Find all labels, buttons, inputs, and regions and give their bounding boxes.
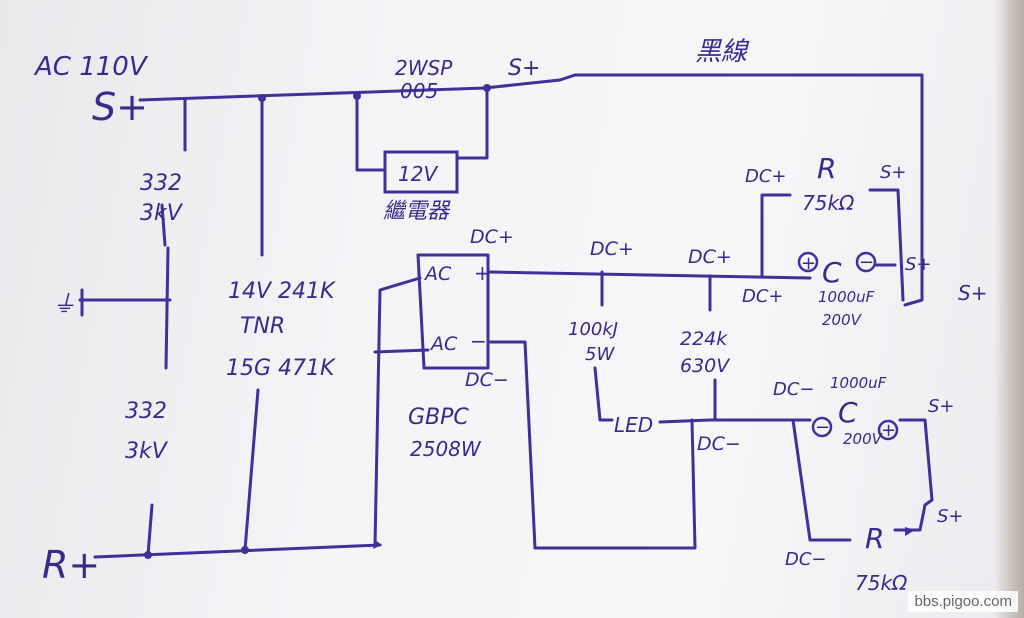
label-dc-plus-mid2: DC+ <box>688 246 732 268</box>
label-s-plus-capB: S+ <box>928 396 955 417</box>
wire-right-vertical <box>903 73 924 307</box>
label-c-top-plus: + <box>801 253 816 274</box>
label-dc-minus-rB: DC− <box>785 549 827 570</box>
label-s-plus-switch: S+ <box>508 56 540 81</box>
label-dc-plus-capL: DC+ <box>742 286 784 307</box>
label-c-top-spec2: 200V <box>822 311 863 329</box>
wire-r-plus-main <box>93 543 382 559</box>
label-tnr-line2: TNR <box>240 314 285 339</box>
cap-top-plus-circle <box>797 251 819 273</box>
arrow-head <box>373 540 382 549</box>
label-bridge-name2: 2508W <box>410 437 482 461</box>
label-s-plus: S+ <box>92 85 148 129</box>
cap-bot-plus-circle <box>877 419 899 441</box>
wire-ground <box>78 246 172 370</box>
label-r-top-value: 75kΩ <box>802 191 855 215</box>
wire-switch-out <box>483 73 924 90</box>
label-r-plus: R+ <box>42 543 100 587</box>
label-dc-minus-led: DC− <box>697 433 741 455</box>
page-edge-shadow <box>994 0 1024 618</box>
label-dc-minus-capB: DC− <box>773 379 815 400</box>
label-film-volt: 630V <box>680 355 731 377</box>
label-r-top: R <box>817 152 836 185</box>
label-ac-title: AC 110V <box>33 52 149 82</box>
wire-cap-bottom <box>146 503 154 557</box>
junction-dot <box>144 551 152 559</box>
wire-dc-plus-main <box>488 270 812 280</box>
wire-film-cap <box>708 274 717 422</box>
watermark: bbs.pigoo.com <box>908 591 1018 612</box>
label-cap-bottom-voltage: 3kV <box>125 439 169 464</box>
label-switch-line2: 005 <box>400 79 438 103</box>
label-dc-plus-topR: DC+ <box>745 166 787 187</box>
label-dc-plus-bridge: DC+ <box>470 226 514 248</box>
label-cap-top-voltage: 3kV <box>140 201 184 226</box>
label-dc-plus-mid: DC+ <box>590 238 634 260</box>
label-c-top-spec1: 1000uF <box>818 288 875 306</box>
label-film-value: 224k <box>680 328 728 350</box>
arrow-head <box>905 527 915 536</box>
ground-symbol: ⏚ <box>52 290 76 318</box>
label-c-bot-plus: + <box>881 420 896 441</box>
wire-relay-loop <box>355 86 489 172</box>
junction-dot <box>258 94 266 102</box>
junction-dot <box>483 84 491 92</box>
wire-cap-top-drop <box>160 98 187 247</box>
wire-tnr-vertical <box>243 96 264 552</box>
cap-top-minus-circle <box>855 251 877 273</box>
wire-led-out <box>658 418 812 424</box>
junction-dot <box>353 92 361 100</box>
label-led: LED <box>614 413 653 437</box>
wire-dc-minus-loop <box>488 340 697 550</box>
label-s-plus-far: S+ <box>958 281 987 305</box>
wire-r-top <box>760 188 905 302</box>
wire-c-bot-right <box>898 418 934 502</box>
label-c-top: C <box>822 256 842 289</box>
label-r-bot: R <box>865 522 884 555</box>
label-c-bot: C <box>838 396 858 429</box>
label-cap-top-value: 332 <box>140 171 182 196</box>
label-s-plus-topR: S+ <box>880 162 907 183</box>
label-s-plus-capR: S+ <box>905 254 932 275</box>
relay-box <box>383 150 459 194</box>
wire-resistor-drop <box>593 270 614 422</box>
label-res-watt: 5W <box>585 344 615 365</box>
label-bridge-plus: + <box>474 261 491 285</box>
wire-bridge-ac1 <box>373 276 422 547</box>
label-c-bot-spec2: 200V <box>843 430 884 448</box>
wire-s-plus-main <box>138 86 487 102</box>
label-r-bot-value: 75kΩ <box>855 571 908 595</box>
label-tnr-line3: 15G 471K <box>226 356 336 381</box>
wire-bridge-ac2 <box>373 348 430 354</box>
junction-dot <box>241 546 249 554</box>
label-tnr-line1: 14V 241K <box>228 279 336 304</box>
label-switch-line1: 2WSP <box>395 56 453 80</box>
label-bridge-ac1: AC <box>423 263 452 285</box>
label-c-top-minus: − <box>859 252 874 273</box>
label-res-value: 100kJ <box>568 319 618 340</box>
bridge-rectifier-box <box>416 253 490 370</box>
cap-bot-minus-circle <box>811 416 833 438</box>
label-c-bot-spec1: 1000uF <box>830 374 887 392</box>
label-bridge-ac2: AC <box>429 333 458 355</box>
label-dc-minus-bridge: DC− <box>465 369 509 391</box>
label-bridge-name1: GBPC <box>408 405 469 430</box>
label-relay-box: 12V <box>398 162 438 186</box>
label-c-bot-minus: − <box>815 417 830 438</box>
label-relay-name: 繼電器 <box>383 199 451 224</box>
label-s-plus-rB: S+ <box>937 506 964 527</box>
label-cap-bottom-value: 332 <box>125 399 167 424</box>
label-bridge-minus: − <box>470 329 487 353</box>
label-black-wire: 黑線 <box>695 37 750 67</box>
